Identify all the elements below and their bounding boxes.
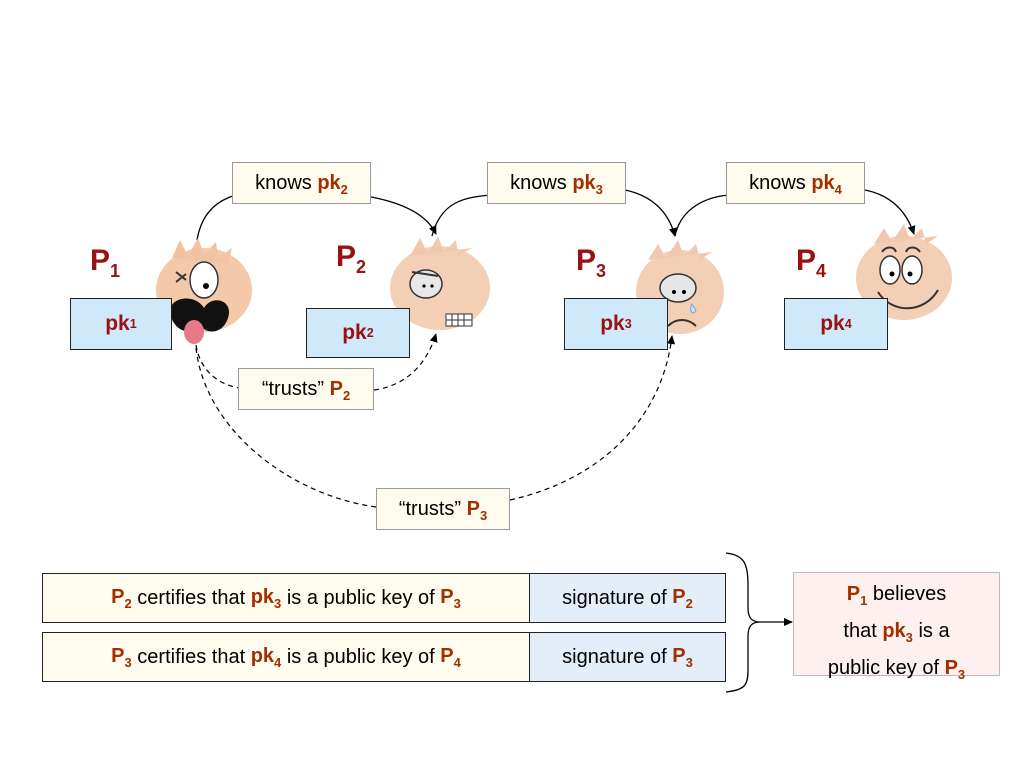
party-label-2: P2 [336, 240, 367, 277]
knows-label-1: knows pk2 [232, 162, 371, 204]
certificate-signature: signature of P2 [530, 574, 725, 622]
trusts-arrow-2 [195, 344, 241, 389]
knows-label-2: knows pk3 [487, 162, 626, 204]
knows-arrow-3 [864, 189, 916, 235]
party-label-1: P1 [90, 244, 121, 281]
party-label-3: P3 [576, 244, 607, 281]
gritting-head-icon [390, 236, 490, 330]
conclusion-box: P1 believes that pk3 is a public key of … [793, 572, 1000, 682]
certificate-statement: P2 certifies that pk3 is a public key of… [43, 574, 530, 622]
knows-label-3: knows pk4 [726, 162, 865, 204]
conclusion-line-2: that pk3 is a [843, 620, 950, 645]
conclusion-line-3: public key of P3 [827, 657, 966, 682]
conclusion-line-1: P1 believes [846, 583, 947, 608]
certificate-signature: signature of P3 [530, 633, 725, 681]
trusts-label-p2: “trusts” P2 [238, 368, 374, 410]
yelling-head-icon [156, 238, 252, 344]
trusts-arrow-2b [373, 333, 438, 391]
certificate-1: P2 certifies that pk3 is a public key of… [42, 573, 726, 623]
trusts-arrow-3b [509, 335, 676, 501]
knows-arrow-2c [624, 189, 677, 237]
right-brace [725, 552, 761, 693]
trusts-label-p3: “trusts” P3 [376, 488, 510, 530]
certificate-statement: P3 certifies that pk4 is a public key of… [43, 633, 530, 681]
knows-arrow-3a [674, 194, 729, 237]
trusts-arrow-3 [195, 347, 377, 508]
party-label-4: P4 [796, 244, 827, 281]
certificate-2: P3 certifies that pk4 is a public key of… [42, 632, 726, 682]
